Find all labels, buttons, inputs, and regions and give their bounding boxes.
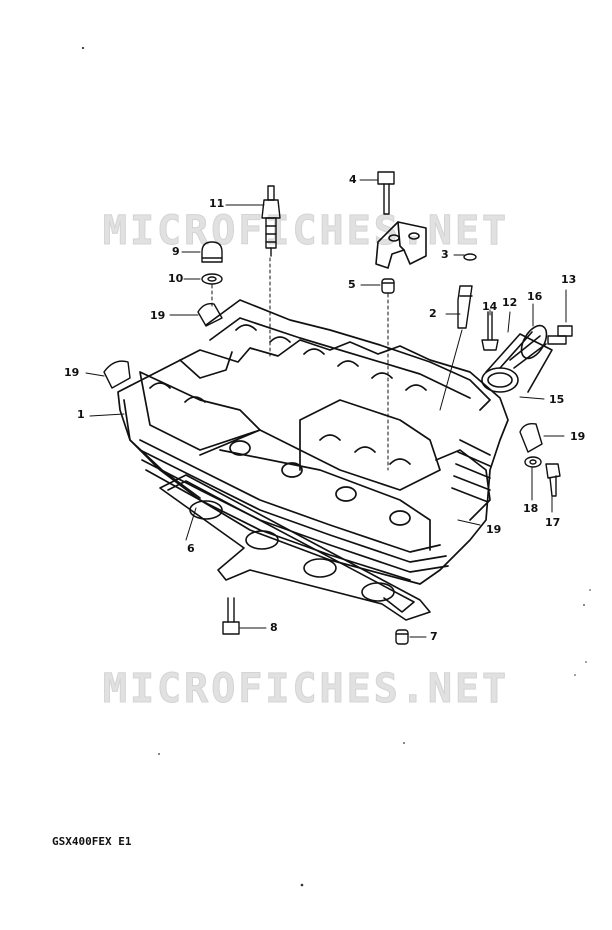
callout-6: 6: [187, 542, 195, 555]
callout-8: 8: [270, 621, 278, 634]
scan-specks: [81, 46, 591, 887]
callout-14: 14: [482, 300, 498, 313]
plug-left: [103, 360, 131, 389]
model-code: GSX400FEX E1: [52, 835, 132, 848]
bolt-right: [545, 463, 561, 497]
callout-3: 3: [441, 248, 449, 261]
dowel-pin-lower: [395, 629, 409, 645]
callout-2: 2: [429, 307, 437, 320]
spark-plug: [261, 185, 281, 257]
callout-5: 5: [348, 278, 356, 291]
bolt-top: [377, 171, 395, 215]
oil-fitting: [457, 285, 473, 329]
callout-1: 1: [77, 408, 85, 421]
callout-18: 18: [523, 502, 539, 515]
intake-pipe: [481, 324, 553, 393]
callout-15: 15: [549, 393, 565, 406]
clip: [463, 253, 477, 261]
screw: [481, 311, 499, 351]
callout-12: 12: [502, 296, 518, 309]
washer: [201, 273, 223, 285]
washer-right: [524, 456, 542, 468]
cap-nut: [201, 241, 223, 263]
dowel-pin-upper: [381, 278, 395, 294]
callout-11: 11: [209, 197, 225, 210]
callout-19-upper: 19: [150, 309, 166, 322]
callout-16: 16: [527, 290, 543, 303]
callout-9: 9: [172, 245, 180, 258]
callout-10: 10: [168, 272, 184, 285]
callout-17: 17: [545, 516, 561, 529]
watermark-top: MICROFICHES.NET: [102, 208, 510, 255]
bolt-bottom: [222, 597, 240, 635]
callout-4: 4: [349, 173, 357, 186]
callout-13: 13: [561, 273, 577, 286]
callout-19-right: 19: [570, 430, 586, 443]
cam-holder: [375, 221, 427, 269]
leader-lines: [85, 179, 567, 638]
callout-19-left: 19: [64, 366, 80, 379]
callout-19-lower: 19: [486, 523, 502, 536]
callout-7: 7: [430, 630, 438, 643]
bolt-side: [547, 325, 573, 345]
cylinder-head-body: [117, 299, 509, 585]
plug-right: [519, 422, 543, 453]
plug-upper: [197, 302, 223, 327]
watermark-bottom: MICROFICHES.NET: [102, 666, 510, 713]
